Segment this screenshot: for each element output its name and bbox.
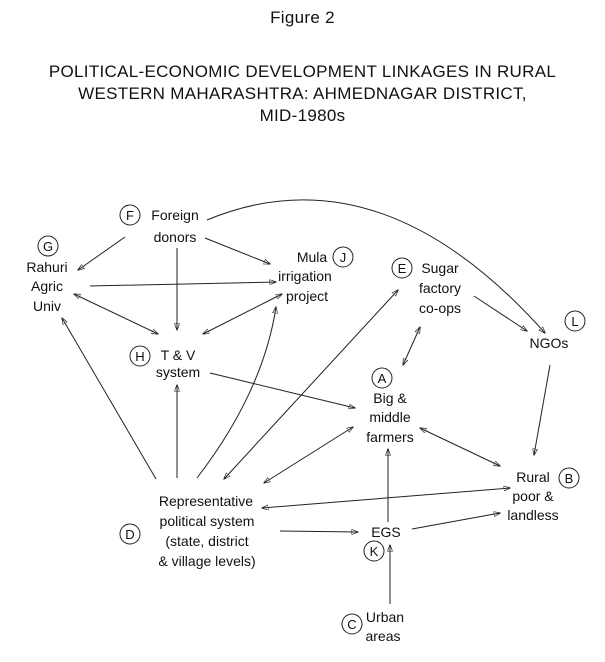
- node-f-letter: F: [126, 208, 134, 223]
- arrow-h-to-a: [209, 372, 355, 408]
- title-line-2: WESTERN MAHARASHTRA: AHMEDNAGAR DISTRICT…: [78, 84, 527, 103]
- figure-label: Figure 2: [270, 8, 335, 27]
- node-c-marker: C: [341, 613, 363, 635]
- node-b-label-line-1: Rural: [516, 469, 549, 485]
- arrow-j-h-both: [203, 294, 282, 334]
- node-g-marker: G: [37, 235, 59, 257]
- node-l-letter: L: [571, 314, 578, 329]
- node-j-label-line-3: project: [286, 288, 328, 304]
- node-e-marker: E: [391, 257, 413, 279]
- node-j-marker: J: [332, 246, 354, 268]
- node-a-marker: A: [371, 367, 393, 389]
- node-e-label-line-3: co-ops: [419, 300, 461, 316]
- node-g-letter: G: [43, 239, 53, 254]
- arrow-e-to-l: [473, 295, 527, 331]
- node-f-marker: F: [119, 204, 141, 226]
- node-b-label-line-3: landless: [507, 507, 558, 523]
- node-d-label-line-3: (state, district: [165, 533, 248, 549]
- arrow-g-to-j: [89, 282, 276, 287]
- node-labels: Foreign donors Rahuri Agric Univ Mula ir…: [26, 207, 568, 644]
- node-e-label-line-1: Sugar: [421, 260, 459, 276]
- node-b-label-line-2: poor &: [512, 488, 554, 504]
- arrow-k-to-b: [411, 513, 500, 530]
- node-g-label-line-2: Agric: [31, 278, 63, 294]
- node-a-letter: A: [378, 371, 387, 386]
- node-a-label-line-1: Big &: [373, 390, 407, 406]
- node-j-label-line-1: Mula: [297, 249, 328, 265]
- node-a-label-line-3: farmers: [366, 429, 413, 445]
- node-e-label-line-2: factory: [419, 280, 461, 296]
- node-f-label-line-1: Foreign: [151, 207, 198, 223]
- arrow-d-to-j: [196, 307, 276, 479]
- node-d-marker: D: [119, 523, 141, 545]
- arrow-d-a-both: [264, 427, 353, 483]
- node-j-letter: J: [340, 250, 347, 265]
- node-l-marker: L: [564, 310, 586, 332]
- node-e-letter: E: [398, 261, 407, 276]
- node-g-label-line-1: Rahuri: [26, 259, 67, 275]
- arrow-d-to-k: [279, 531, 358, 532]
- node-b-letter: B: [565, 471, 574, 486]
- node-k-marker: K: [363, 540, 385, 562]
- node-d-letter: D: [125, 527, 134, 542]
- node-h-label-line-2: system: [156, 364, 200, 380]
- arrow-g-h-both: [74, 294, 158, 334]
- node-f-label-line-2: donors: [154, 229, 197, 245]
- node-h-letter: H: [135, 349, 144, 364]
- arrow-l-to-b: [534, 364, 551, 455]
- node-h-marker: H: [129, 345, 151, 367]
- node-l-label-line-1: NGOs: [530, 335, 569, 351]
- arrow-f-to-g: [78, 236, 126, 270]
- node-j-label-line-2: irrigation: [278, 268, 332, 284]
- arrow-d-b-both: [262, 488, 510, 508]
- node-d-label-line-2: political system: [160, 513, 255, 529]
- node-a-label-line-2: middle: [369, 409, 410, 425]
- title-line-1: POLITICAL-ECONOMIC DEVELOPMENT LINKAGES …: [48, 62, 557, 81]
- node-d-label-line-1: Representative: [159, 493, 253, 509]
- node-c-label-line-1: Urban: [366, 609, 404, 625]
- arrows: [62, 199, 551, 604]
- arrow-d-e-both: [224, 290, 398, 479]
- node-k-label-line-1: EGS: [371, 524, 401, 540]
- node-c-label-line-2: areas: [365, 628, 400, 644]
- arrow-d-to-g: [62, 318, 157, 480]
- node-letter-circles: F G J E L H A B: [37, 204, 586, 635]
- node-c-letter: C: [347, 617, 356, 632]
- arrow-f-to-j: [204, 237, 270, 264]
- arrow-e-a-both: [403, 327, 420, 365]
- node-h-label-line-1: T & V: [161, 347, 196, 363]
- arrow-f-to-l: [206, 199, 545, 333]
- node-b-marker: B: [558, 467, 580, 489]
- node-d-label-line-4: & village levels): [158, 553, 255, 569]
- arrow-a-b-both: [420, 428, 500, 466]
- node-g-label-line-3: Univ: [33, 298, 61, 314]
- node-k-letter: K: [370, 544, 379, 559]
- title-line-3: MID-1980s: [259, 106, 346, 125]
